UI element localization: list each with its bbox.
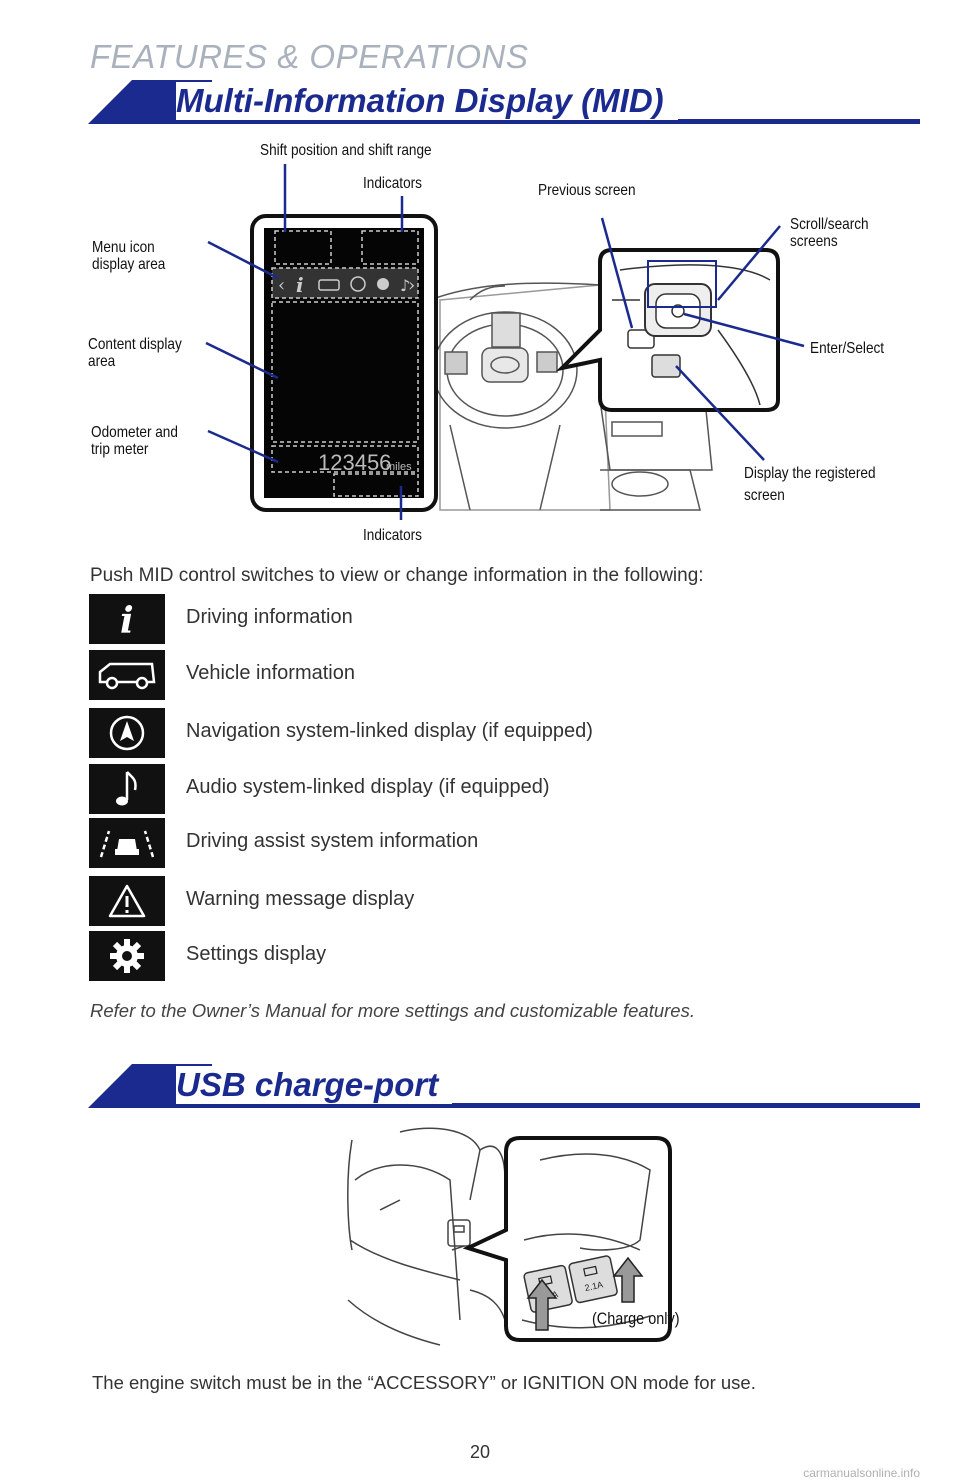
callout-menu-icon: Menu icon display area — [92, 239, 166, 273]
usb-arrow-left — [526, 1278, 558, 1331]
callout-content-display: Content display area — [88, 336, 182, 370]
usb-heading-bar: USB charge-port — [88, 1064, 920, 1108]
mid-item-label: Driving assist system information — [186, 830, 479, 852]
svg-text:i: i — [120, 600, 134, 639]
odometer-readout: 123456 — [318, 450, 391, 475]
mid-item-label: Audio system-linked display (if equipped… — [186, 776, 550, 798]
music-note-icon — [89, 764, 165, 814]
mid-item-settings: Settings display — [89, 931, 789, 981]
usb-port-rating-right: 2.1A — [584, 1279, 604, 1293]
odometer-unit: miles — [386, 461, 412, 473]
callout-display-registered: Display the registered screen — [744, 465, 876, 504]
mid-heading-title: Multi-Information Display (MID) — [176, 82, 678, 120]
switch-detail — [612, 264, 771, 406]
callout-shift-position: Shift position and shift range — [260, 142, 432, 159]
mid-item-label: Navigation system-linked display (if equ… — [186, 720, 593, 742]
watermark: carmanualsonline.info — [803, 1466, 920, 1480]
callout-previous-screen: Previous screen — [538, 182, 636, 199]
mid-intro-text: Push MID control switches to view or cha… — [90, 565, 704, 586]
section-label: FEATURES & OPERATIONS — [90, 38, 529, 75]
mid-item-driving-information: i Driving information — [89, 594, 789, 644]
mid-item-label: Driving information — [186, 606, 353, 628]
navigation-icon — [89, 708, 165, 758]
svg-text:i: i — [296, 273, 304, 297]
mid-item-vehicle-information: Vehicle information — [89, 650, 789, 700]
mid-item-navigation: Navigation system-linked display (if equ… — [89, 708, 789, 758]
settings-gear-icon — [89, 931, 165, 981]
seat-back-sketch — [347, 1127, 506, 1346]
usb-heading-title: USB charge-port — [176, 1066, 453, 1104]
usb-charge-only-label: (Charge only) — [592, 1309, 680, 1328]
mid-illustration: ‹ i ♪ › 123456 miles — [205, 164, 805, 520]
callout-odometer: Odometer and trip meter — [91, 424, 178, 458]
mid-menu-icons: ‹ i ♪ › — [278, 273, 415, 297]
mid-item-label: Settings display — [186, 943, 327, 965]
vehicle-icon — [89, 650, 165, 700]
mid-item-label: Vehicle information — [186, 662, 355, 684]
svg-text:♪: ♪ — [400, 276, 410, 295]
callout-indicators-top: Indicators — [363, 175, 422, 192]
svg-text:‹: ‹ — [278, 275, 285, 296]
warning-icon — [89, 876, 165, 926]
mid-item-driving-assist: Driving assist system information — [89, 818, 789, 868]
usb-zoom-bubble — [462, 1136, 672, 1342]
page-number: 20 — [469, 1442, 491, 1462]
mid-heading-bar: Multi-Information Display (MID) — [88, 80, 920, 124]
mid-item-audio: Audio system-linked display (if equipped… — [89, 764, 789, 814]
usb-footnote: The engine switch must be in the “ACCESS… — [92, 1372, 756, 1393]
callout-scroll-search: Scroll/search screens — [790, 216, 869, 250]
usb-panel-detail — [521, 1153, 651, 1329]
callout-enter-select: Enter/Select — [810, 340, 885, 357]
info-icon: i — [89, 594, 165, 644]
mid-item-label: Warning message display — [186, 888, 415, 910]
usb-illustration: 2.1A 2.1A — [347, 1127, 672, 1346]
svg-text:›: › — [408, 275, 415, 296]
mid-item-warning: Warning message display — [89, 876, 789, 926]
usb-arrow-right — [612, 1256, 644, 1303]
driving-assist-icon — [89, 818, 165, 868]
callout-indicators-bottom: Indicators — [363, 527, 422, 544]
refer-note: Refer to the Owner’s Manual for more set… — [90, 1000, 695, 1021]
